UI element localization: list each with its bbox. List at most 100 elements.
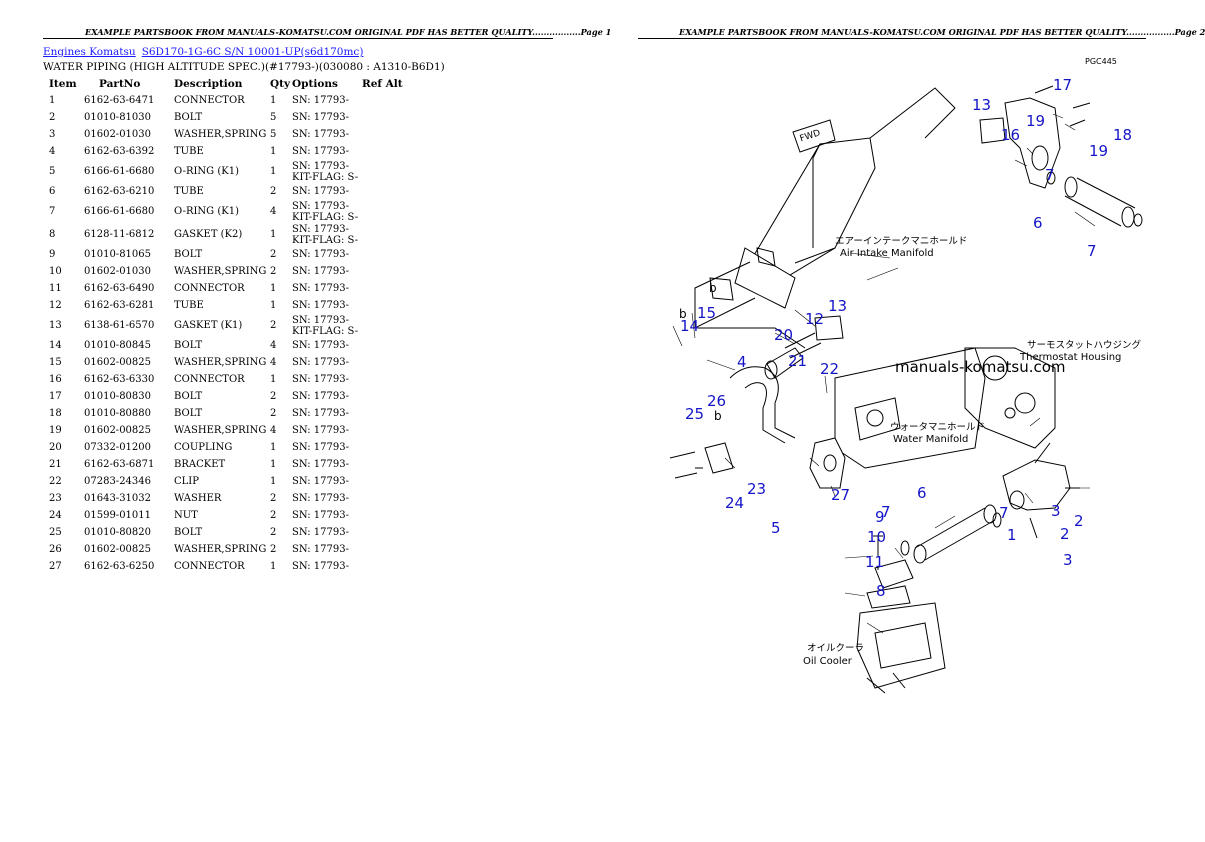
cell-partno: 6138-61-6570 [84,320,155,331]
cell-options: SN: 17793- [292,92,362,109]
cell-ref-alt [362,541,403,558]
cell-qty: 4 [270,206,277,217]
cell-description: CONNECTOR [174,561,245,572]
cell-description: WASHER,SPRING [174,266,267,277]
cell-partno: 01010-80820 [84,527,152,538]
cell-options: SN: 17793- [292,558,362,575]
option-serial: SN: 17793- [292,374,349,385]
exploded-parts-diagram: エアーインテークマニホールド Air Intake Manifold サーモスタ… [669,57,1143,694]
breadcrumb: Engines Komatsu S6D170-1G-6C S/N 10001-UP… [43,46,363,58]
cell-options: SN: 17793- [292,507,362,524]
cell-partno: 6162-63-6471 [84,95,155,106]
cell-description: CLIP [174,476,199,487]
cell-qty: 1 [270,300,277,311]
cell-partno: 6162-63-6871 [84,459,155,470]
cell-partno: 01602-01030 [84,266,152,277]
cell-options: SN: 17793-KIT-FLAG: S- [292,160,362,183]
cell-ref-alt [362,126,403,143]
callout-number: 11 [865,553,884,571]
callout-number: 7 [999,504,1009,522]
cell-item: 13 [49,320,62,331]
cell-description: BOLT [174,249,203,260]
option-serial: SN: 17793- [292,391,349,402]
cell-qty: 1 [270,442,277,453]
option-serial: SN: 17793- [292,129,349,140]
cell-qty: 2 [270,408,277,419]
cell-ref-alt [362,490,403,507]
cell-qty: 5 [270,112,277,123]
cell-options: SN: 17793- [292,143,362,160]
cell-partno: 6162-63-6250 [84,561,155,572]
option-serial: SN: 17793- [292,146,349,157]
col-header-options: Options [292,78,338,90]
callout-number: 22 [820,360,839,378]
breadcrumb-link-model[interactable]: S6D170-1G-6C S/N 10001-UP(s6d170mc) [141,46,364,58]
callout-number: 15 [697,304,716,322]
breadcrumb-link-engines[interactable]: Engines Komatsu [43,46,136,58]
diagram-code: PGC445 [1085,57,1117,66]
cell-options: SN: 17793- [292,490,362,507]
cell-ref-alt [362,246,403,263]
cell-item: 26 [49,544,62,555]
cell-ref-alt [362,160,403,183]
col-header-ref-alt: Ref Alt [362,78,403,90]
cell-partno: 6162-63-6330 [84,374,155,385]
cell-description: WASHER [174,493,222,504]
cell-description: BOLT [174,527,203,538]
cell-description: WASHER,SPRING [174,357,267,368]
label-water-manifold-en: Water Manifold [893,434,968,445]
cell-item: 7 [49,206,56,217]
callout-number: 3 [1051,502,1061,520]
cell-item: 3 [49,129,56,140]
cell-options: SN: 17793- [292,354,362,371]
option-serial: SN: 17793- [292,476,349,487]
cell-item: 2 [49,112,56,123]
cell-options: SN: 17793- [292,246,362,263]
callout-number: 7 [1087,242,1097,260]
cell-ref-alt [362,558,403,575]
option-serial: SN: 17793- [292,442,349,453]
cell-partno: 07283-24346 [84,476,152,487]
cell-item: 19 [49,425,62,436]
cell-qty: 2 [270,527,277,538]
cell-qty: 4 [270,340,277,351]
option-serial: SN: 17793- [292,510,349,521]
callout-number: 16 [1001,126,1020,144]
cell-qty: 2 [270,266,277,277]
page-1: EXAMPLE PARTSBOOK FROM MANUALS-KOMATSU.C… [0,0,611,842]
cell-description: TUBE [174,146,204,157]
callout-number: 24 [725,494,744,512]
option-serial: SN: 17793- [292,357,349,368]
cell-description: WASHER,SPRING [174,544,267,555]
cell-partno: 6162-63-6281 [84,300,155,311]
cell-ref-alt [362,354,403,371]
cell-options: SN: 17793-KIT-FLAG: S- [292,200,362,223]
option-serial: SN: 17793- [292,160,349,172]
cell-options: SN: 17793- [292,263,362,280]
cell-ref-alt [362,92,403,109]
cell-ref-alt [362,405,403,422]
cell-ref-alt [362,388,403,405]
cell-item: 27 [49,561,62,572]
page-header: EXAMPLE PARTSBOOK FROM MANUALS-KOMATSU.C… [679,27,1205,37]
cell-qty: 2 [270,544,277,555]
cell-ref-alt [362,314,403,337]
label-air-intake-en: Air Intake Manifold [840,248,934,259]
callout-number: 7 [881,503,891,521]
callout-number: 27 [831,486,850,504]
label-b-top: b [709,281,717,295]
cell-ref-alt [362,371,403,388]
cell-item: 24 [49,510,62,521]
label-oil-cooler-jp: オイルクーラ [807,643,864,654]
cell-options: SN: 17793-KIT-FLAG: S- [292,314,362,337]
cell-partno: 01010-81065 [84,249,152,260]
cell-partno: 6166-61-6680 [84,166,155,177]
cell-options: SN: 17793- [292,405,362,422]
cell-item: 5 [49,166,56,177]
callout-number: 4 [737,353,747,371]
